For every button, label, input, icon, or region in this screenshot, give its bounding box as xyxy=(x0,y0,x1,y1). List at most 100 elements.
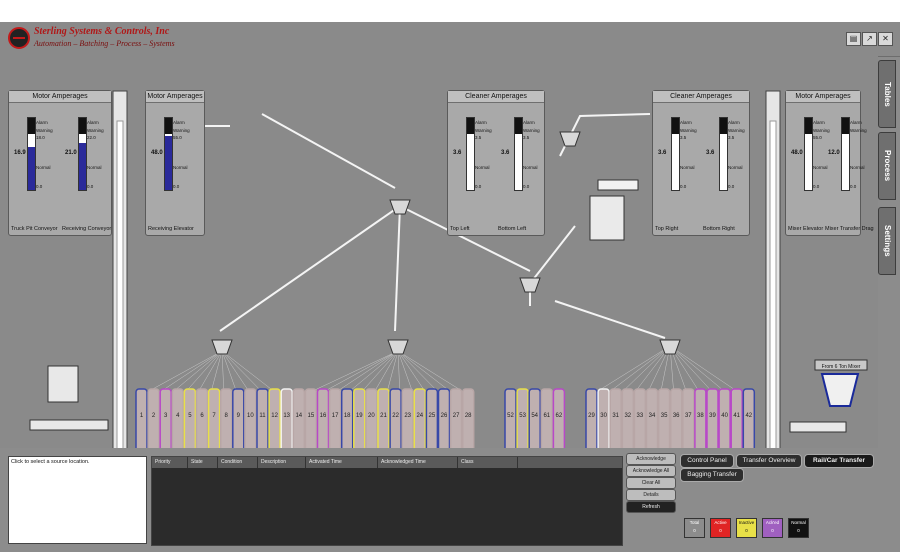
column-header[interactable]: Activated Time xyxy=(306,457,378,468)
rail-car-transfer-button[interactable]: Rail/Car Transfer xyxy=(804,454,874,468)
amperage-value: 16.9 xyxy=(14,150,26,156)
meter-scale-label: Warning xyxy=(87,128,104,133)
transfer-overview-button[interactable]: Transfer Overview xyxy=(736,454,802,468)
column-header[interactable]: Acknowledged Time xyxy=(378,457,458,468)
meter-label: Bottom Left xyxy=(498,226,527,232)
bin-10: 10 xyxy=(244,388,257,448)
bin-26: 26 xyxy=(437,388,451,448)
bin-number: 17 xyxy=(332,413,339,419)
mixer-transfer-conveyor xyxy=(789,421,847,433)
bin-body xyxy=(304,388,318,448)
bin-body xyxy=(645,388,659,448)
meter-scale-label: Normal xyxy=(36,165,51,170)
details-button[interactable]: Details xyxy=(626,489,676,501)
amperage-value: 3.6 xyxy=(658,150,667,156)
meter-label: Truck Pit Conveyor xyxy=(11,226,58,232)
bin-number: 15 xyxy=(308,413,315,419)
panel-title: Motor Amperages xyxy=(9,91,111,103)
bin-number: 38 xyxy=(697,413,704,419)
bin-body xyxy=(256,388,269,448)
alarm-zone xyxy=(515,118,522,134)
elevator-leg xyxy=(769,120,777,448)
meter-scale-label: 0.0 xyxy=(728,184,735,189)
bin-number: 34 xyxy=(649,413,656,419)
bagging-transfer-button[interactable]: Bagging Transfer xyxy=(680,468,744,482)
bin-19: 19 xyxy=(353,388,366,448)
export-icon[interactable]: ↗ xyxy=(862,32,877,46)
mixer-hopper-icon xyxy=(820,373,860,407)
bin-body xyxy=(171,388,185,448)
bin-12: 12 xyxy=(268,388,281,448)
bin-18: 18 xyxy=(340,388,354,448)
close-icon[interactable]: ✕ xyxy=(878,32,893,46)
bin-body xyxy=(682,388,695,448)
meter-label: Top Left xyxy=(450,226,470,232)
meter-scale-label: 18.0 xyxy=(36,135,45,140)
control-panel-button[interactable]: Control Panel xyxy=(680,454,734,468)
meter-scale-label: Normal xyxy=(680,165,695,170)
bin-body xyxy=(292,388,306,448)
meter-scale-label: 55.0 xyxy=(173,135,182,140)
acknowledge-button[interactable]: Acknowledge xyxy=(626,453,676,465)
bin-body xyxy=(207,388,221,448)
bin-number: 2 xyxy=(152,413,156,419)
meter-label: Mixer Elevator xyxy=(788,226,824,232)
column-header[interactable]: Priority xyxy=(152,457,188,468)
distribution-line xyxy=(315,350,399,397)
bin-number: 61 xyxy=(543,413,550,419)
column-header[interactable]: Description xyxy=(258,457,306,468)
meter-scale-label: Normal xyxy=(523,165,538,170)
bin-number: 35 xyxy=(661,413,668,419)
meter-scale-label: Alarm xyxy=(850,120,862,125)
conveyor-line xyxy=(394,205,401,332)
alarm-zone xyxy=(467,118,474,134)
bin-33: 33 xyxy=(633,388,647,448)
company-name: Sterling Systems & Controls, Inc xyxy=(34,26,170,37)
tab-process[interactable]: Process xyxy=(878,132,896,200)
bin-53: 53 xyxy=(516,388,529,448)
bin-41: 41 xyxy=(730,388,743,448)
bin-body xyxy=(730,388,743,448)
bin-number: 32 xyxy=(624,413,631,419)
distribution-line xyxy=(669,345,731,397)
bin-number: 53 xyxy=(519,413,526,419)
distribution-line xyxy=(371,350,399,397)
meter-scale-label: Alarm xyxy=(173,120,185,125)
bin-body xyxy=(268,388,281,448)
bin-62: 62 xyxy=(552,388,566,448)
bin-number: 10 xyxy=(247,413,254,419)
meter-scale-label: Alarm xyxy=(523,120,535,125)
summary-label: Ack'ed xyxy=(765,520,780,525)
acknowledge-all-button[interactable]: Acknowledge All xyxy=(626,465,676,477)
bin-number: 52 xyxy=(507,413,514,419)
bin-number: 31 xyxy=(612,413,619,419)
meter-scale-label: Warning xyxy=(680,128,697,133)
column-header[interactable]: State xyxy=(188,457,218,468)
bin-number: 24 xyxy=(416,413,423,419)
meter-scale-label: Alarm xyxy=(475,120,487,125)
source-location-box[interactable]: Click to select a source location. xyxy=(8,456,147,544)
column-header[interactable]: Class xyxy=(458,457,518,468)
bin-body xyxy=(633,388,647,448)
column-header[interactable]: Condition xyxy=(218,457,258,468)
tab-tables[interactable]: Tables xyxy=(878,60,896,128)
amperage-bar xyxy=(671,117,680,191)
clear-all-button[interactable]: Clear All xyxy=(626,477,676,489)
meter-scale-label: 0.0 xyxy=(475,184,482,189)
meter-label: Receiving Elevator xyxy=(148,226,194,232)
bin-number: 9 xyxy=(237,413,241,419)
distributor-icon xyxy=(559,131,581,147)
refresh-button[interactable]: Refresh xyxy=(626,501,676,513)
bin-4: 4 xyxy=(171,388,185,448)
bin-body xyxy=(437,388,451,448)
tab-settings[interactable]: Settings xyxy=(878,207,896,275)
bin-11: 11 xyxy=(256,388,269,448)
print-icon[interactable]: ▤ xyxy=(846,32,861,46)
bin-body xyxy=(365,388,378,448)
bin-16: 16 xyxy=(316,388,330,448)
bin-number: 3 xyxy=(164,413,168,419)
bin-body xyxy=(195,388,209,448)
distribution-line xyxy=(357,350,399,397)
